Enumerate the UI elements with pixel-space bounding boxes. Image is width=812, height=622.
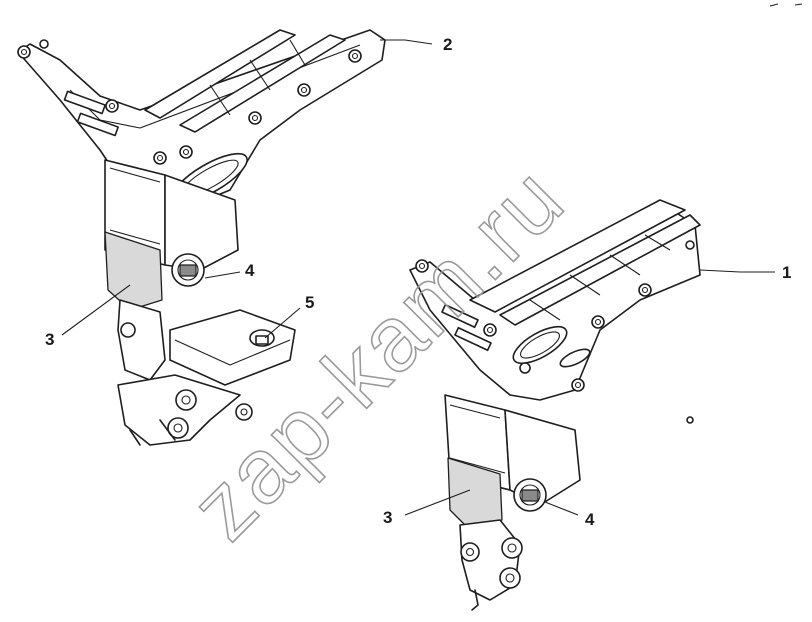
callout-2: 2 (443, 35, 452, 54)
corner-mark (769, 3, 803, 7)
leader-lines (61, 39, 775, 516)
callout-4-left: 4 (245, 261, 255, 280)
callout-5: 5 (305, 293, 314, 312)
callout-4-right: 4 (585, 510, 595, 529)
callout-3-right: 3 (383, 508, 392, 527)
right-bracket-assembly (409, 199, 701, 611)
callout-3-left: 3 (45, 330, 54, 349)
callout-1: 1 (782, 263, 791, 282)
left-bracket-assembly (17, 29, 386, 446)
